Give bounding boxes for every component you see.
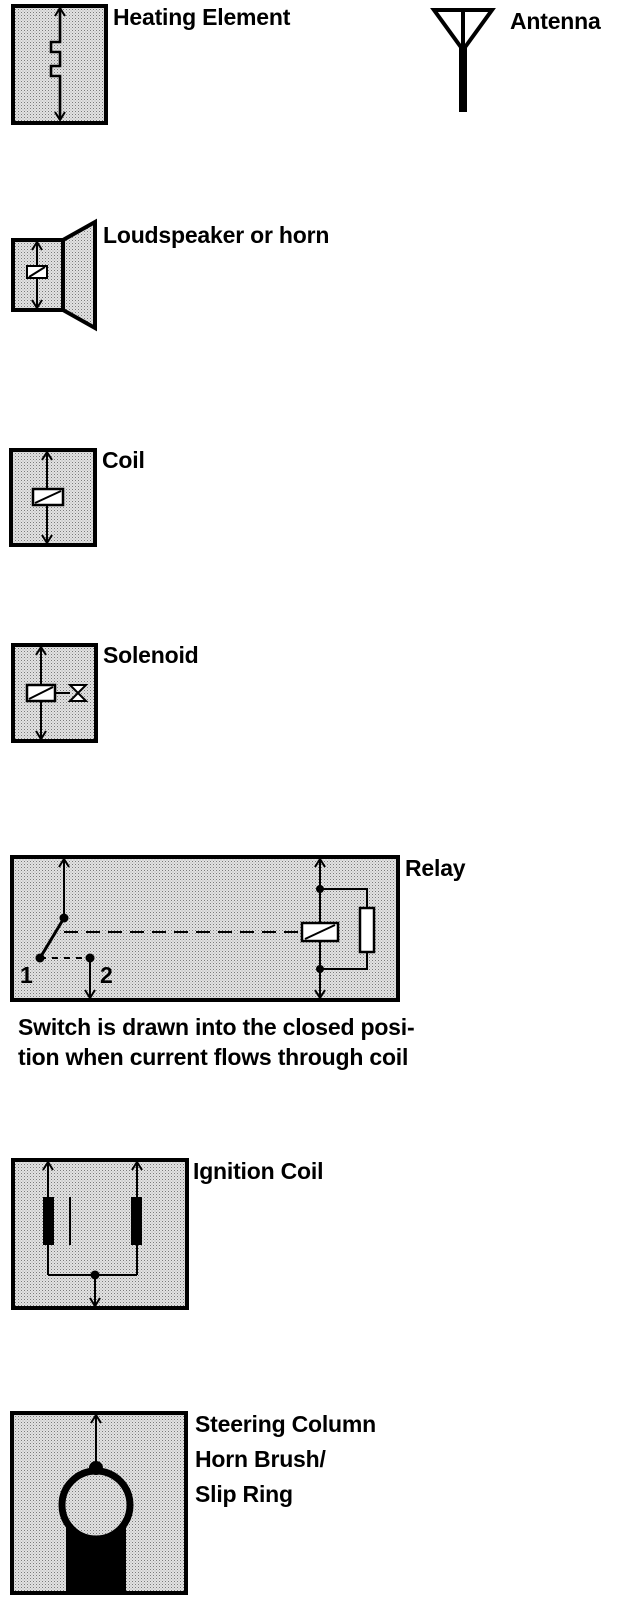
ignition-coil-label: Ignition Coil: [193, 1158, 324, 1184]
ignition-coil-symbol: [11, 1158, 189, 1310]
heating-element-label: Heating Element: [113, 4, 291, 30]
solenoid-label: Solenoid: [103, 642, 199, 668]
solenoid-symbol: [11, 643, 98, 743]
coil-label: Coil: [102, 447, 145, 473]
relay-label: Relay: [405, 855, 466, 881]
relay-terminal-2: 2: [100, 962, 113, 988]
horn-brush-label-line-1: Steering Column: [195, 1411, 377, 1437]
horn-brush-label-line-2: Horn Brush/: [195, 1446, 326, 1472]
relay-note-line-1: Switch is drawn into the closed posi-: [18, 1014, 415, 1040]
antenna-label: Antenna: [510, 8, 601, 34]
relay-symbol: 1 2: [10, 855, 400, 1002]
loudspeaker-label: Loudspeaker or horn: [103, 222, 330, 248]
heating-element-symbol: [11, 4, 108, 125]
horn-brush-slip-ring-symbol: [10, 1411, 188, 1595]
loudspeaker-symbol: [11, 218, 97, 332]
antenna-symbol: [430, 8, 496, 112]
horn-brush-label-line-3: Slip Ring: [195, 1481, 293, 1507]
relay-note-line-2: tion when current flows through coil: [18, 1044, 409, 1070]
relay-terminal-1: 1: [20, 962, 33, 988]
coil-symbol: [9, 448, 97, 547]
